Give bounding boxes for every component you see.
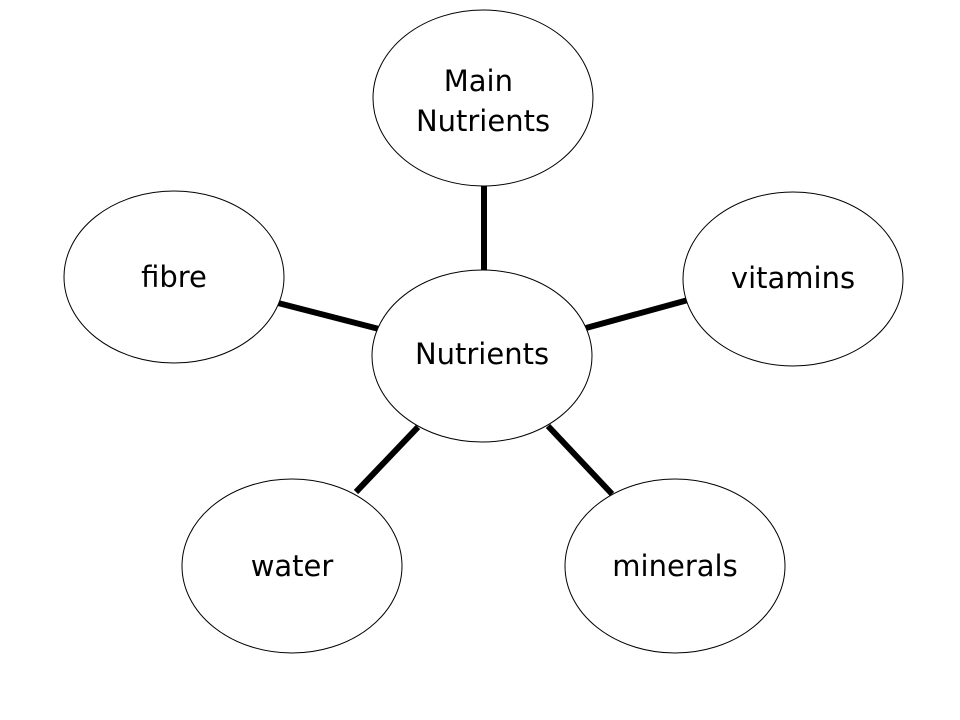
node-fibre-label: fibre xyxy=(141,260,207,294)
node-fibre-ellipse xyxy=(63,190,285,364)
node-water-label: water xyxy=(251,549,334,583)
node-main-nutrients-label: Main Nutrients xyxy=(416,64,550,138)
center-node-ellipse xyxy=(371,269,593,443)
node-vitamins-ellipse xyxy=(682,191,904,367)
node-main-nutrients-ellipse xyxy=(372,9,594,187)
node-main-nutrients: Main Nutrients xyxy=(372,9,594,187)
node-vitamins: vitamins xyxy=(682,191,904,367)
connector-fibre xyxy=(277,300,380,332)
node-minerals-label: minerals xyxy=(612,549,737,583)
node-main-nutrients-label-line-2: Nutrients xyxy=(416,104,550,138)
node-vitamins-label: vitamins xyxy=(731,261,855,295)
center-node: Nutrients xyxy=(371,269,593,443)
node-main-nutrients-label-line-1: Main xyxy=(444,64,513,98)
connector-water xyxy=(353,424,421,495)
connector-vitamins xyxy=(585,297,689,331)
connector-minerals xyxy=(545,423,615,497)
center-node-label: Nutrients xyxy=(415,337,549,371)
node-water-ellipse xyxy=(181,478,403,654)
node-minerals-ellipse xyxy=(564,478,786,654)
node-fibre: fibre xyxy=(63,190,285,364)
node-minerals: minerals xyxy=(564,478,786,654)
node-water: water xyxy=(181,478,403,654)
